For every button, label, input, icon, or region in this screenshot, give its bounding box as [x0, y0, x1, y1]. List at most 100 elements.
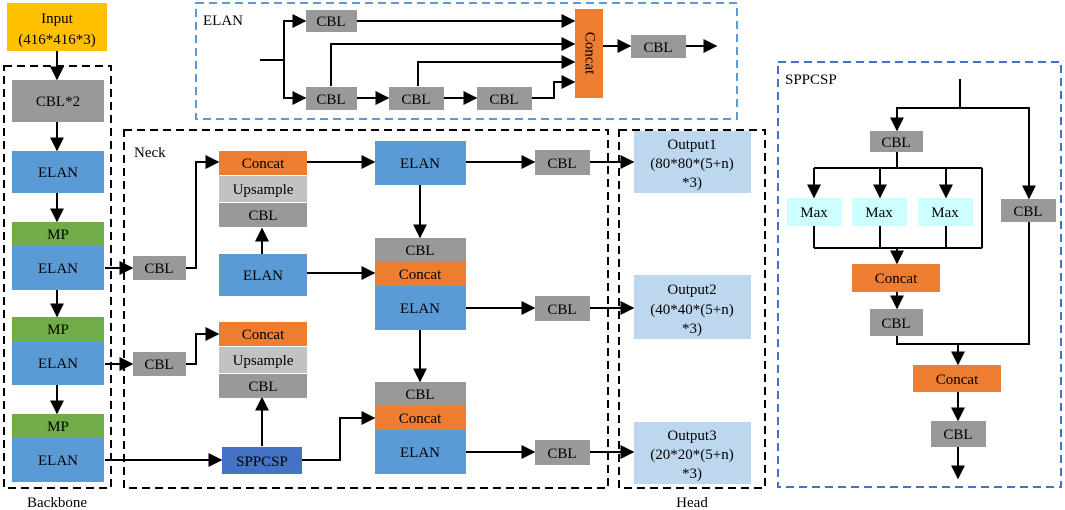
sppcsp-detail-max-3: Max	[918, 198, 973, 226]
neck-elan-middle-2: ELAN	[375, 430, 466, 474]
neck-concat-middle-1: Concat	[375, 261, 466, 286]
svg-text:*3): *3)	[682, 466, 702, 482]
head-output1: Output1 (80*80*(5+n) *3)	[634, 131, 751, 193]
svg-text:Output1: Output1	[667, 137, 716, 153]
svg-text:CBL: CBL	[401, 92, 430, 108]
sppcsp-detail-max-1: Max	[787, 198, 842, 226]
svg-text:Concat: Concat	[936, 372, 979, 388]
neck-cbl-middle-1: CBL	[375, 238, 466, 261]
svg-text:Concat: Concat	[582, 32, 598, 75]
svg-text:CBL: CBL	[881, 316, 910, 332]
svg-text:MP: MP	[47, 322, 69, 338]
input-label: Input	[41, 11, 73, 27]
svg-text:Output2: Output2	[667, 282, 716, 298]
neck-upsample-bottom: Upsample	[219, 347, 307, 373]
svg-text:MP: MP	[47, 419, 69, 435]
head-group-label: Head	[676, 495, 708, 510]
neck-elan-left: ELAN	[219, 254, 307, 296]
svg-text:ELAN: ELAN	[38, 165, 78, 181]
backbone-group-label: Backbone	[27, 495, 87, 510]
svg-text:CBL: CBL	[248, 208, 277, 224]
elan-group-label: ELAN	[203, 13, 243, 29]
backbone-mp-block-3: MP	[12, 414, 104, 438]
sppcsp-detail-cbl-bottom: CBL	[931, 421, 986, 447]
svg-text:ELAN: ELAN	[400, 156, 440, 172]
svg-text:CBL: CBL	[547, 156, 576, 172]
neck-cbl-right-1: CBL	[535, 150, 590, 175]
svg-text:CBL: CBL	[547, 446, 576, 462]
neck-elan-middle-top: ELAN	[375, 141, 466, 185]
neck-group-label: Neck	[134, 145, 166, 161]
elan-detail-cbl-bottom-1: CBL	[306, 87, 357, 110]
neck-cbl-top: CBL	[219, 203, 307, 227]
svg-text:ELAN: ELAN	[243, 268, 283, 284]
svg-text:CBL: CBL	[1013, 204, 1042, 220]
backbone-elan-block-2: ELAN	[12, 246, 104, 290]
svg-text:ELAN: ELAN	[400, 445, 440, 461]
input-block: Input (416*416*3)	[7, 3, 107, 51]
svg-text:CBL: CBL	[643, 40, 672, 56]
backbone-cbl2-block: CBL*2	[12, 80, 104, 122]
svg-text:CBL: CBL	[316, 14, 345, 30]
svg-text:SPPCSP: SPPCSP	[236, 454, 288, 470]
svg-text:CBL*2: CBL*2	[36, 94, 80, 110]
svg-text:Concat: Concat	[875, 271, 918, 287]
sppcsp-detail-concat-2: Concat	[913, 365, 1001, 392]
svg-text:CBL: CBL	[144, 261, 173, 277]
sppcsp-group-border	[777, 61, 1062, 488]
sppcsp-detail-cbl-right: CBL	[1001, 199, 1056, 222]
svg-text:Max: Max	[931, 205, 959, 221]
svg-text:Concat: Concat	[242, 327, 285, 343]
backbone-elan-block-4: ELAN	[12, 438, 104, 482]
elan-detail-concat: Concat	[575, 9, 603, 98]
neck-cbl-right-3: CBL	[535, 440, 590, 465]
sppcsp-group-label: SPPCSP	[785, 72, 837, 88]
svg-text:Upsample: Upsample	[233, 353, 294, 369]
neck-cbl-middle-2: CBL	[375, 382, 466, 406]
head-group-border	[618, 129, 766, 489]
neck-cbl-upper: CBL	[133, 256, 186, 280]
connectors	[50, 14, 1036, 480]
svg-text:CBL: CBL	[405, 387, 434, 403]
elan-detail-cbl-bottom-2: CBL	[389, 87, 444, 110]
svg-text:Output3: Output3	[667, 428, 716, 444]
svg-text:CBL: CBL	[316, 92, 345, 108]
sppcsp-detail-cbl-middle: CBL	[870, 309, 923, 336]
neck-upsample-top: Upsample	[219, 176, 307, 202]
svg-text:Upsample: Upsample	[233, 182, 294, 198]
svg-text:CBL: CBL	[144, 357, 173, 373]
backbone-elan-block-1: ELAN	[12, 151, 104, 193]
svg-text:Concat: Concat	[399, 267, 442, 283]
svg-text:(40*40*(5+n): (40*40*(5+n)	[650, 302, 733, 318]
head-output3: Output3 (20*20*(5+n) *3)	[634, 422, 751, 484]
svg-text:*3): *3)	[682, 321, 702, 337]
svg-text:ELAN: ELAN	[38, 453, 78, 469]
neck-cbl-right-2: CBL	[535, 296, 590, 321]
neck-concat-top: Concat	[219, 151, 307, 175]
input-size-label: (416*416*3)	[18, 32, 96, 48]
neck-cbl-bottom: CBL	[219, 374, 307, 398]
elan-detail-cbl-top: CBL	[306, 10, 357, 32]
sppcsp-detail-max-2: Max	[852, 198, 907, 226]
elan-detail-cbl-output: CBL	[631, 35, 686, 58]
svg-text:CBL: CBL	[489, 92, 518, 108]
svg-text:Max: Max	[865, 205, 893, 221]
backbone-mp-block-1: MP	[12, 222, 104, 246]
svg-text:ELAN: ELAN	[38, 261, 78, 277]
backbone-elan-block-3: ELAN	[12, 341, 104, 385]
svg-text:CBL: CBL	[248, 379, 277, 395]
svg-text:ELAN: ELAN	[38, 356, 78, 372]
neck-sppcsp-block: SPPCSP	[222, 447, 302, 474]
svg-text:CBL: CBL	[405, 243, 434, 259]
head-output2: Output2 (40*40*(5+n) *3)	[634, 275, 751, 339]
neck-concat-middle-2: Concat	[375, 406, 466, 430]
svg-text:(80*80*(5+n): (80*80*(5+n)	[650, 156, 733, 172]
svg-text:(20*20*(5+n): (20*20*(5+n)	[650, 447, 733, 463]
svg-text:ELAN: ELAN	[400, 301, 440, 317]
sppcsp-detail-cbl-top: CBL	[870, 131, 923, 152]
svg-text:CBL: CBL	[881, 135, 910, 151]
svg-text:CBL: CBL	[547, 302, 576, 318]
svg-text:*3): *3)	[682, 175, 702, 191]
sppcsp-detail-concat-1: Concat	[852, 264, 940, 292]
svg-text:CBL: CBL	[943, 427, 972, 443]
